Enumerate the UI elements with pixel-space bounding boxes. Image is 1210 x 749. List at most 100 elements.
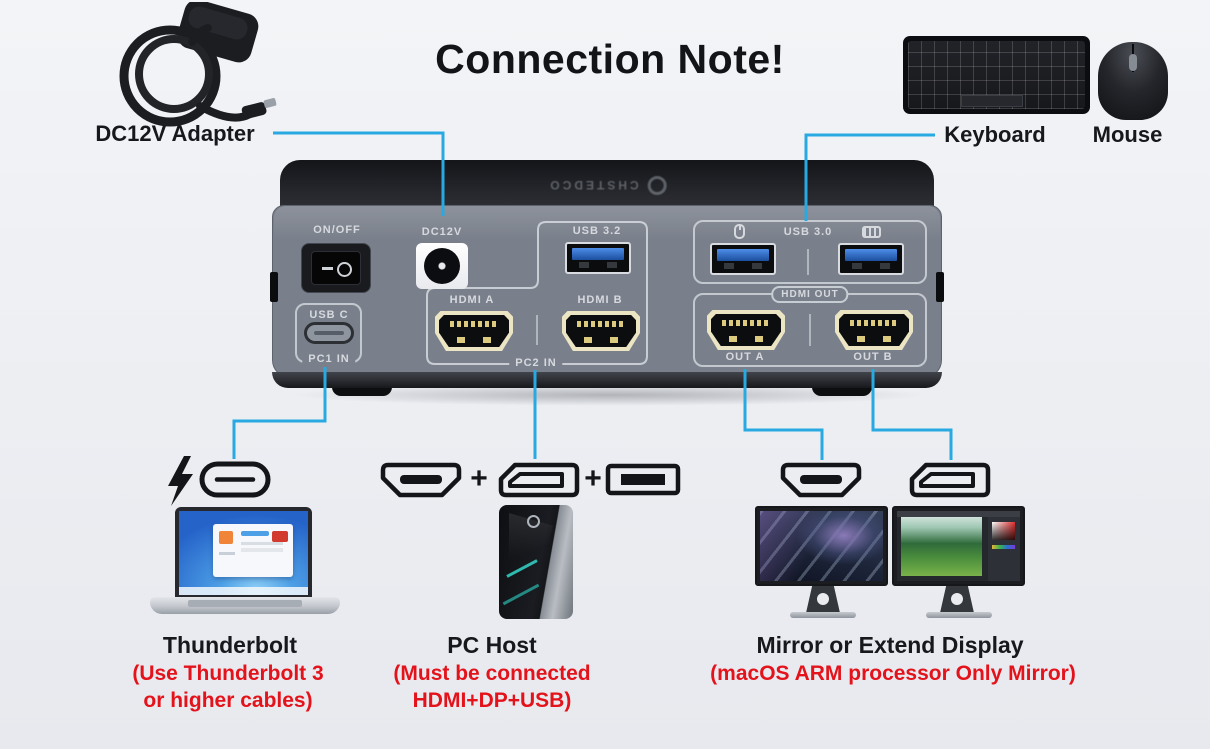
dc-jack-label: DC12V bbox=[421, 226, 463, 238]
hdmi-cavity bbox=[711, 314, 781, 346]
usb-connector-icon bbox=[608, 466, 678, 493]
pc-tower-image bbox=[499, 505, 573, 619]
usb-tongue bbox=[717, 249, 769, 261]
port-divider bbox=[809, 314, 811, 346]
hdmi-out-b-port[interactable] bbox=[835, 310, 913, 350]
pc2-group-outline bbox=[426, 221, 648, 365]
usb30-label: USB 3.0 bbox=[783, 226, 833, 238]
usb30-port-mouse[interactable] bbox=[710, 243, 776, 275]
usb-tongue bbox=[845, 249, 897, 261]
displays-section-title: Mirror or Extend Display bbox=[756, 632, 1024, 658]
power-rocker[interactable] bbox=[311, 251, 361, 285]
keyboard-callout-label: Keyboard bbox=[944, 122, 1046, 147]
page-title: Connection Note! bbox=[435, 36, 785, 82]
dp-connector-icon bbox=[912, 465, 988, 495]
plus-sign: + bbox=[584, 462, 602, 495]
usbc-label: USB C bbox=[309, 309, 349, 321]
pc-host-note-line1: (Must be connected bbox=[393, 662, 591, 685]
monitor-a-stand bbox=[806, 586, 840, 613]
hdmi-pin-nub bbox=[755, 336, 763, 342]
hdmi-pin-nub bbox=[584, 337, 592, 343]
hdmi-connector-icon bbox=[383, 465, 459, 495]
usbc-port[interactable] bbox=[304, 322, 354, 344]
color-strip bbox=[991, 544, 1016, 549]
leader-out-b bbox=[871, 369, 953, 460]
dc-jack-hole bbox=[424, 248, 460, 284]
leader-pc1 bbox=[232, 367, 327, 459]
thunderbolt-icon bbox=[168, 456, 193, 506]
thunderbolt-note-line1: (Use Thunderbolt 3 bbox=[132, 662, 324, 685]
device-shadow bbox=[290, 384, 930, 406]
hdmi-pins bbox=[850, 320, 898, 326]
usb-contact bbox=[724, 263, 734, 269]
power-switch-label: ON/OFF bbox=[313, 224, 361, 236]
usbc-connector-icon bbox=[199, 461, 271, 498]
usb32-label: USB 3.2 bbox=[572, 225, 622, 237]
color-picker bbox=[991, 522, 1016, 541]
mouse-image bbox=[1098, 42, 1168, 120]
laptop-taskbar bbox=[179, 587, 308, 595]
cyan-leader-lines bbox=[232, 131, 953, 460]
monitor-b-screen bbox=[897, 511, 1020, 581]
usb30-port-keyboard[interactable] bbox=[838, 243, 904, 275]
hdmi-pins bbox=[450, 321, 498, 327]
monitor-a-screen bbox=[760, 511, 883, 581]
hdmi-a-port[interactable] bbox=[435, 311, 513, 351]
hdmi-out-a-port[interactable] bbox=[707, 310, 785, 350]
dc-power-jack[interactable] bbox=[416, 243, 468, 289]
laptop-screen bbox=[179, 511, 308, 595]
usb-contact bbox=[880, 263, 890, 269]
monitor-b-base bbox=[926, 612, 992, 618]
hdmi-cavity bbox=[439, 315, 509, 347]
mouse-icon bbox=[734, 224, 745, 239]
monitor-a-image bbox=[755, 506, 888, 586]
tower-accent-light bbox=[502, 583, 540, 606]
usbc-slot bbox=[314, 331, 344, 335]
usb-contact bbox=[607, 262, 617, 268]
thunderbolt-note-line2: or higher cables) bbox=[143, 689, 313, 712]
port-divider bbox=[807, 249, 809, 275]
mouse-scroll-wheel bbox=[1129, 54, 1137, 71]
leader-keyboard bbox=[804, 133, 935, 221]
laptop-keyboard bbox=[188, 600, 302, 607]
usb-contact bbox=[852, 263, 862, 269]
usb32-port[interactable] bbox=[565, 242, 631, 274]
pc2-in-label: PC2 IN bbox=[509, 357, 563, 370]
switch-on-mark bbox=[322, 267, 333, 270]
usb-tongue bbox=[572, 248, 624, 260]
hdmi-a-label: HDMI A bbox=[449, 294, 495, 306]
device-bottom-edge bbox=[272, 372, 942, 388]
usb30-group-outline bbox=[693, 220, 927, 284]
hdmi-cavity bbox=[839, 314, 909, 346]
usb-contact bbox=[579, 262, 589, 268]
out-a-label: OUT A bbox=[725, 351, 765, 363]
dp-connector-icon bbox=[501, 465, 577, 495]
usb-contact bbox=[752, 263, 762, 269]
displays-note-line1: (macOS ARM processor Only Mirror) bbox=[710, 662, 1076, 685]
hdmi-pins bbox=[722, 320, 770, 326]
monitor-b-image bbox=[892, 506, 1025, 586]
hdmi-pin-nub bbox=[857, 336, 865, 342]
keyboard-icon bbox=[862, 226, 881, 238]
monitor-a-base bbox=[790, 612, 856, 618]
hdmi-pin-nub bbox=[883, 336, 891, 342]
side-slot-right bbox=[936, 272, 944, 302]
port-divider bbox=[536, 315, 538, 345]
side-slot-left bbox=[270, 272, 278, 302]
device-top-band: CHSTEDCO bbox=[280, 160, 934, 210]
keyboard-spacebar bbox=[961, 95, 1023, 107]
keyboard-image bbox=[903, 36, 1090, 114]
laptop-image bbox=[175, 507, 312, 599]
hdmi-b-port[interactable] bbox=[562, 311, 640, 351]
hdmi-pin-nub bbox=[457, 337, 465, 343]
leader-adapter bbox=[273, 131, 445, 216]
hdmi-connector-icon bbox=[783, 465, 859, 495]
photo-editor-canvas bbox=[900, 517, 982, 577]
hdmi-out-badge: HDMI OUT bbox=[771, 286, 849, 303]
switch-off-mark bbox=[337, 262, 352, 277]
hdmi-cavity bbox=[566, 315, 636, 347]
hdmi-pin-nub bbox=[610, 337, 618, 343]
out-b-label: OUT B bbox=[853, 351, 893, 363]
power-switch[interactable] bbox=[301, 243, 371, 293]
